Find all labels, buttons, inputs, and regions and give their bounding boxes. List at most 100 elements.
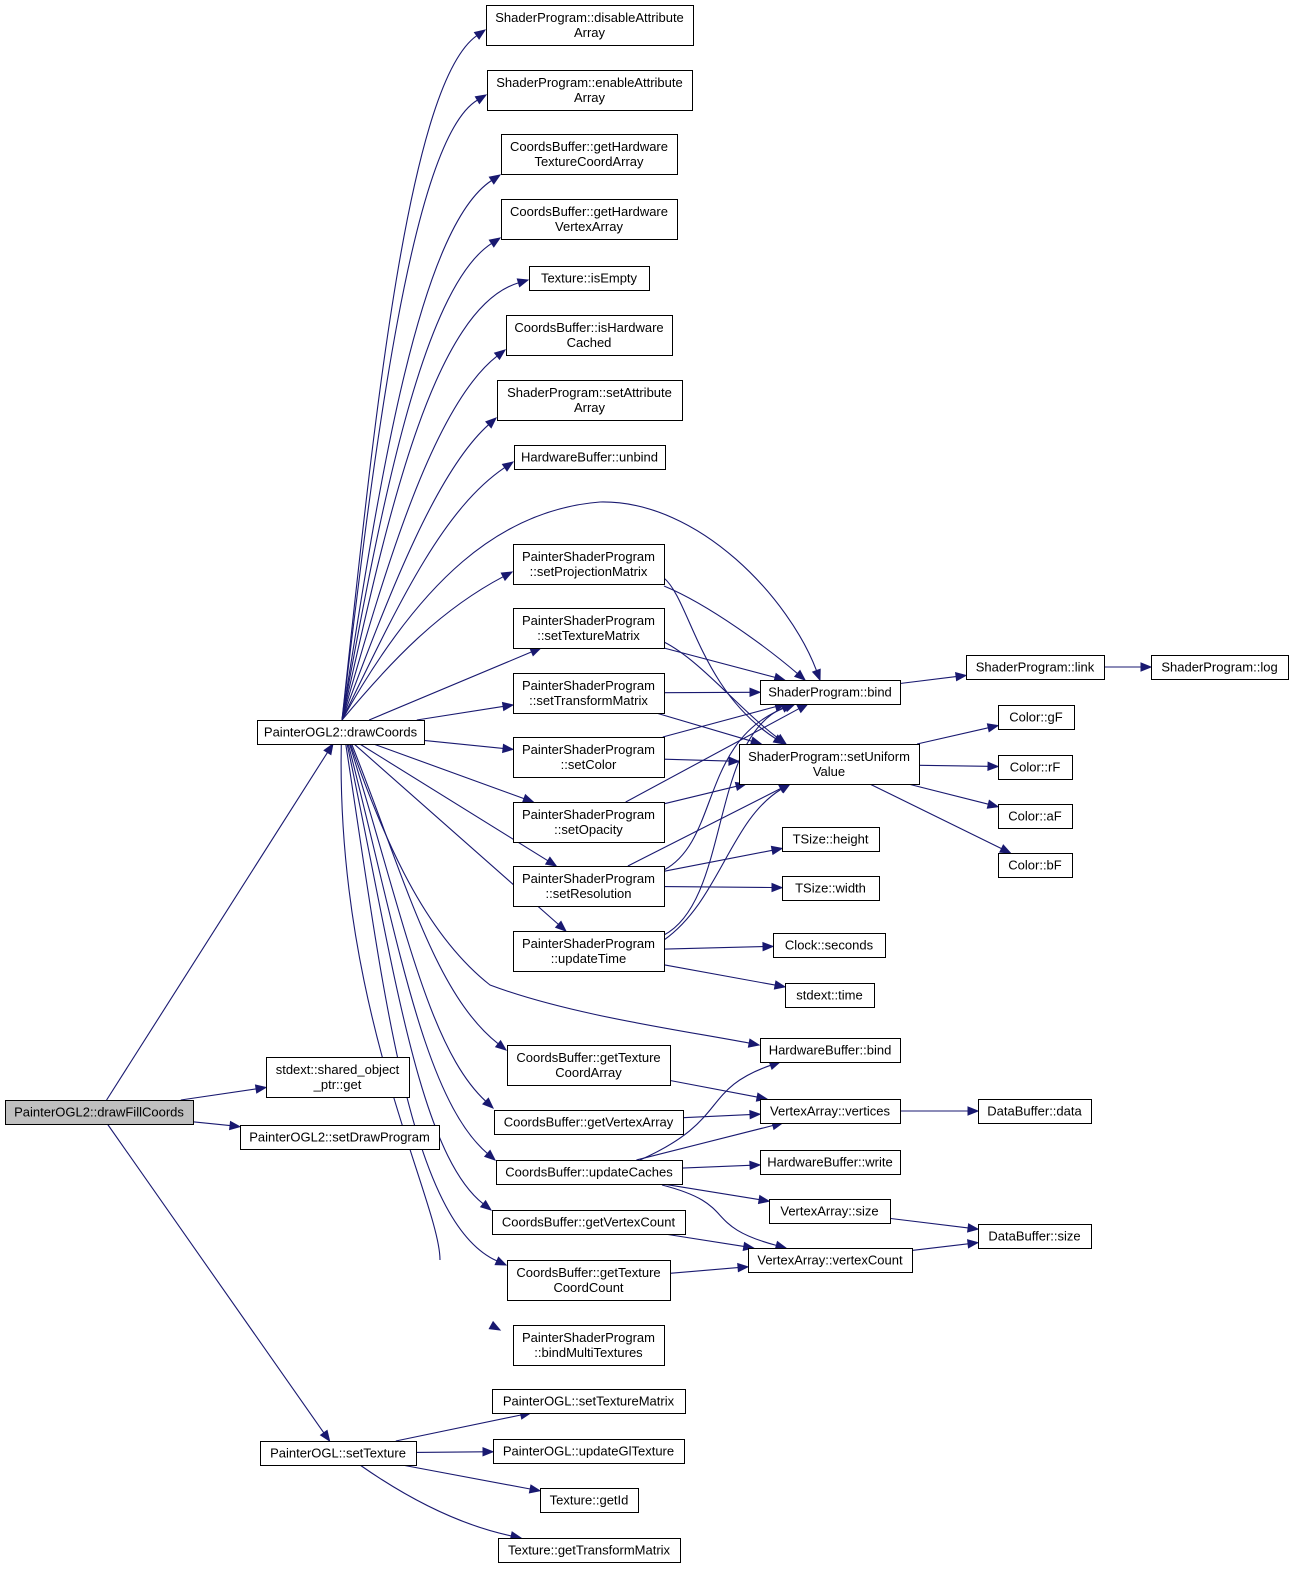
node-box xyxy=(760,680,901,705)
node-spLink[interactable]: ShaderProgram::link xyxy=(966,655,1105,680)
edge-drawCoords-to-setColor xyxy=(423,739,515,754)
arrowhead-icon xyxy=(774,733,788,745)
node-label: Texture::getId xyxy=(550,1493,629,1508)
arrowhead-icon xyxy=(778,783,792,794)
node-setResolution[interactable]: PainterShaderProgram::setResolution xyxy=(513,866,665,907)
node-label: CoordsBuffer::updateCaches xyxy=(505,1165,673,1180)
edge-drawCoords-to-setProjMatrix xyxy=(341,571,514,721)
node-texGetTransform[interactable]: Texture::getTransformMatrix xyxy=(498,1538,681,1563)
node-spLog[interactable]: ShaderProgram::log xyxy=(1151,655,1289,680)
edge-setUniform-to-colorR xyxy=(918,761,1000,772)
node-clockSec[interactable]: Clock::seconds xyxy=(773,933,886,958)
arrowhead-icon xyxy=(955,672,968,682)
node-oglUpdateGlTex[interactable]: PainterOGL::updateGlTexture xyxy=(493,1439,685,1464)
node-tsWidth[interactable]: TSize::width xyxy=(782,876,880,901)
edge-line xyxy=(341,719,488,1154)
node-getVertexCount[interactable]: CoordsBuffer::getVertexCount xyxy=(492,1210,686,1235)
node-updateCaches[interactable]: CoordsBuffer::updateCaches xyxy=(496,1160,683,1185)
node-stdTime[interactable]: stdext::time xyxy=(785,983,875,1008)
edge-line xyxy=(359,743,549,862)
node-colorB[interactable]: Color::bF xyxy=(998,853,1073,878)
node-root[interactable]: PainterOGL2::drawFillCoords xyxy=(5,1100,194,1125)
node-colorR[interactable]: Color::rF xyxy=(998,755,1073,780)
arrowhead-icon xyxy=(771,882,784,893)
edge-updateCaches-to-hwWrite xyxy=(681,1160,762,1171)
node-sharedGet[interactable]: stdext::shared_object_ptr::get xyxy=(266,1057,410,1098)
node-setTexture[interactable]: PainterOGL::setTexture xyxy=(260,1441,417,1466)
node-setTransMatrix[interactable]: PainterShaderProgram::setTransformMatrix xyxy=(513,673,665,714)
node-box xyxy=(739,744,920,785)
node-dbSize[interactable]: DataBuffer::size xyxy=(978,1224,1092,1249)
node-setDrawProgram[interactable]: PainterOGL2::setDrawProgram xyxy=(240,1125,440,1150)
edge-setUniform-to-colorA xyxy=(908,783,1000,809)
arrowhead-icon xyxy=(229,1120,242,1131)
arrowhead-icon xyxy=(500,571,514,582)
edge-line xyxy=(416,705,504,721)
node-getVertexArr[interactable]: CoordsBuffer::getVertexArray xyxy=(494,1110,684,1135)
node-tsHeight[interactable]: TSize::height xyxy=(782,827,880,852)
node-label: CoordsBuffer::getHardware xyxy=(510,204,668,219)
edge-line xyxy=(359,1464,512,1537)
node-getHwTexCoord[interactable]: CoordsBuffer::getHardwareTextureCoordArr… xyxy=(501,134,678,175)
edge-drawCoords-to-getHwTexCoord xyxy=(341,174,502,721)
arrowhead-icon xyxy=(319,1429,331,1443)
node-updateTime[interactable]: PainterShaderProgram::updateTime xyxy=(513,931,665,972)
node-vaSize[interactable]: VertexArray::size xyxy=(769,1199,891,1224)
arrowhead-icon xyxy=(793,669,807,681)
node-label: ShaderProgram::disableAttribute xyxy=(495,10,684,25)
edge-drawCoords-to-getHwVertex xyxy=(341,237,502,721)
node-vaVertexCount[interactable]: VertexArray::vertexCount xyxy=(748,1248,913,1273)
node-texGetId[interactable]: Texture::getId xyxy=(540,1488,639,1513)
node-box xyxy=(769,1199,891,1224)
edge-setResolution-to-tsWidth xyxy=(663,882,784,893)
node-setProjMatrix[interactable]: PainterShaderProgram::setProjectionMatri… xyxy=(513,544,665,585)
node-drawCoords[interactable]: PainterOGL2::drawCoords xyxy=(257,720,425,745)
arrowhead-icon xyxy=(494,1256,508,1266)
node-label: ShaderProgram::setAttribute xyxy=(507,385,672,400)
node-colorG[interactable]: Color::gF xyxy=(998,705,1075,730)
edge-drawCoords-to-isHwCached xyxy=(341,349,507,721)
node-hwWrite[interactable]: HardwareBuffer::write xyxy=(760,1150,901,1175)
node-setColor[interactable]: PainterShaderProgram::setColor xyxy=(513,737,665,778)
node-hwUnbind[interactable]: HardwareBuffer::unbind xyxy=(514,445,666,470)
edge-updateTime-to-stdTime xyxy=(663,964,787,990)
node-setTexMatrix[interactable]: PainterShaderProgram::setTextureMatrix xyxy=(513,608,665,649)
node-label: CoordsBuffer::isHardware xyxy=(514,320,663,335)
edge-line xyxy=(341,35,478,721)
node-label: PainterOGL::setTextureMatrix xyxy=(503,1394,675,1409)
node-label: HardwareBuffer::write xyxy=(767,1155,892,1170)
node-spBind[interactable]: ShaderProgram::bind xyxy=(760,680,901,705)
arrowhead-icon xyxy=(967,1239,980,1249)
node-label: CoordsBuffer::getVertexArray xyxy=(504,1115,674,1130)
node-vaVertices[interactable]: VertexArray::vertices xyxy=(760,1099,901,1124)
arrowhead-icon xyxy=(967,1106,980,1116)
edge-line xyxy=(662,706,776,738)
node-box xyxy=(240,1125,440,1150)
node-box xyxy=(501,199,678,240)
edge-line xyxy=(341,424,489,721)
node-dbData[interactable]: DataBuffer::data xyxy=(978,1099,1092,1124)
node-box xyxy=(507,1045,671,1086)
edge-drawCoords-to-setTransMatrix xyxy=(416,701,515,721)
node-label: ::setTextureMatrix xyxy=(537,628,640,643)
node-bindMulti[interactable]: PainterShaderProgram::bindMultiTextures xyxy=(513,1325,665,1366)
node-oglSetTexMatrix[interactable]: PainterOGL::setTextureMatrix xyxy=(492,1389,686,1414)
edge-drawCoords-to-setResolution xyxy=(359,743,558,867)
node-hwBind[interactable]: HardwareBuffer::bind xyxy=(760,1038,901,1063)
node-label: PainterOGL2::drawFillCoords xyxy=(14,1105,184,1120)
edge-drawCoords-to-disableAttr xyxy=(341,29,487,721)
node-texIsEmpty[interactable]: Texture::isEmpty xyxy=(529,266,650,291)
node-colorA[interactable]: Color::aF xyxy=(998,804,1073,829)
node-box xyxy=(782,827,880,852)
node-setOpacity[interactable]: PainterShaderProgram::setOpacity xyxy=(513,802,665,843)
node-box xyxy=(540,1488,639,1513)
arrowhead-icon xyxy=(482,1097,494,1109)
